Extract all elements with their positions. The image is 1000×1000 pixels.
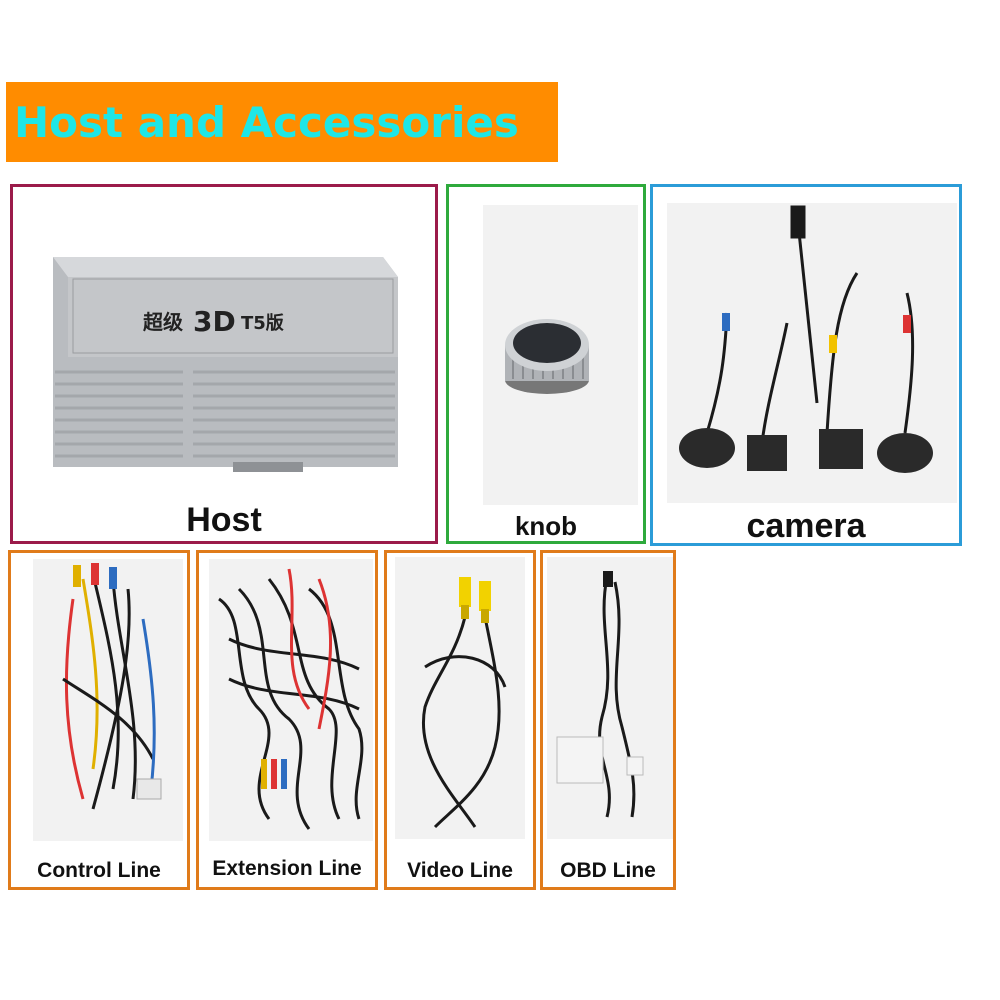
extension-line-card: Extension Line (196, 550, 378, 890)
video-line-card: Video Line (384, 550, 536, 890)
page-title: Host and Accessories (14, 97, 519, 147)
extension-line-image (209, 559, 373, 841)
control-line-card: Control Line (8, 550, 190, 890)
title-banner: Host and Accessories (6, 82, 558, 162)
extension-line-label: Extension Line (212, 857, 362, 880)
knob-label: knob (514, 511, 578, 541)
camera-label: camera (746, 507, 866, 545)
control-line-label: Control Line (37, 859, 161, 882)
host-image: 超级 3D T5版 (33, 217, 418, 497)
camera-card: camera (650, 184, 962, 546)
host-panel-3d: 3D (193, 305, 236, 338)
obd-line-label: OBD Line (560, 859, 656, 882)
host-label: Host (186, 501, 262, 539)
knob-image (483, 205, 638, 505)
video-line-label: Video Line (407, 859, 513, 882)
host-card: 超级 3D T5版 Host (10, 184, 438, 544)
host-panel-model: T5版 (241, 312, 284, 334)
obd-line-image (547, 557, 673, 839)
control-line-image (33, 559, 183, 841)
knob-card: knob (446, 184, 646, 544)
obd-line-card: OBD Line (540, 550, 676, 890)
host-panel-cn: 超级 (142, 310, 183, 334)
camera-image (667, 203, 957, 503)
video-line-image (395, 557, 525, 839)
